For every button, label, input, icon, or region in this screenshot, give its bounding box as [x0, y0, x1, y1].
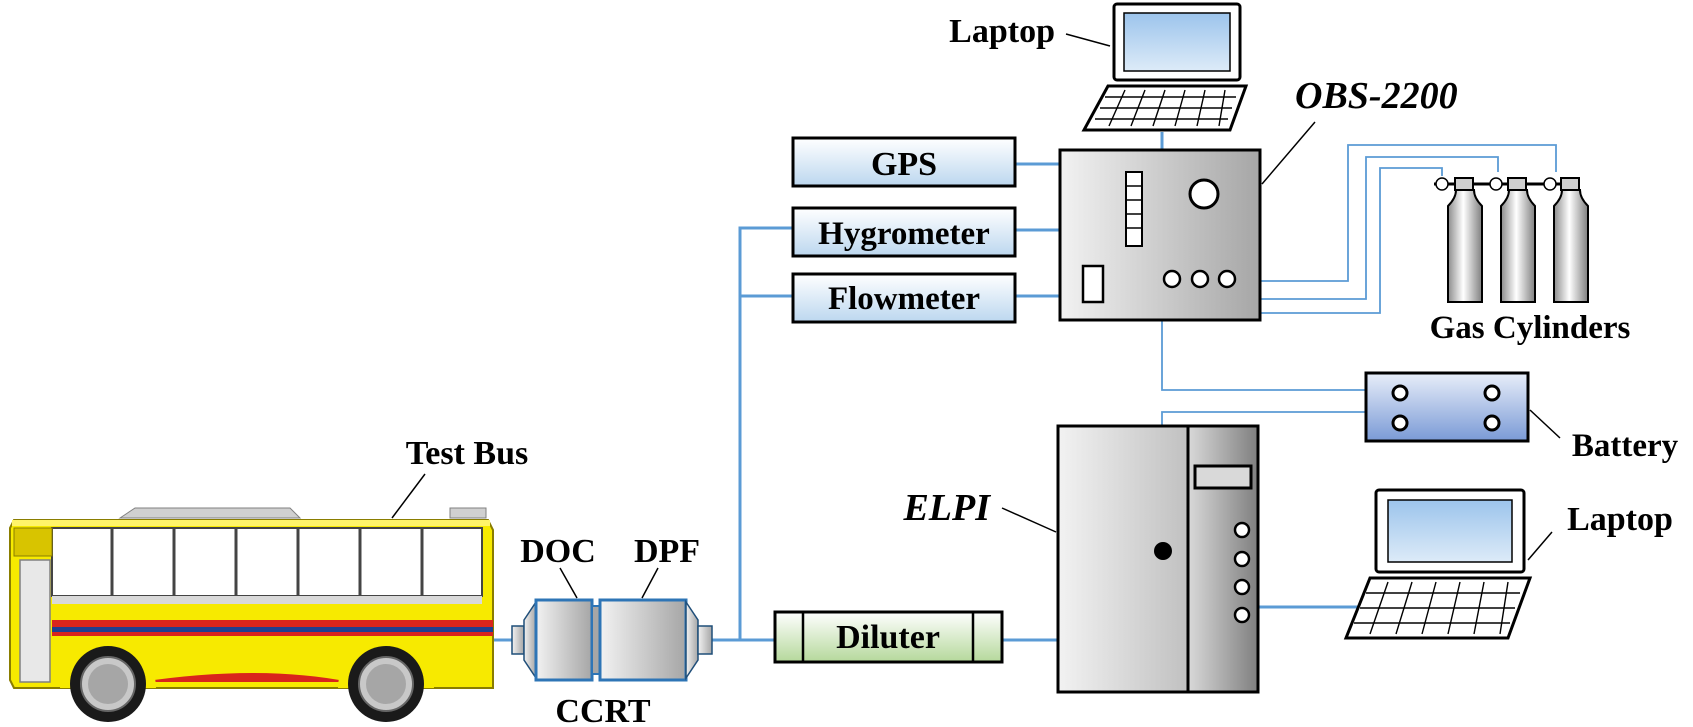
- hygrometer-box: Hygrometer: [791, 206, 1017, 258]
- battery-label: Battery: [1572, 428, 1679, 464]
- battery-icon: [1364, 371, 1530, 443]
- test-bus-label: Test Bus: [406, 435, 529, 472]
- obs-2200-label: OBS-2200: [1295, 75, 1458, 117]
- doc-label: DOC: [520, 533, 596, 570]
- elpi-label: ELPI: [902, 487, 991, 529]
- ccrt-unit: [488, 598, 713, 682]
- gps-box: GPS: [791, 136, 1017, 188]
- flowmeter-label: Flowmeter: [828, 281, 980, 317]
- obs-2200-unit: [1058, 148, 1262, 322]
- dpf-label: DPF: [634, 533, 700, 570]
- ccrt-label: CCRT: [555, 693, 650, 727]
- diluter-box: Diluter: [773, 610, 1004, 664]
- elpi-to-battery-line: [1161, 411, 1366, 426]
- laptop-icon: [1343, 488, 1533, 640]
- connection-lines: [700, 132, 1360, 642]
- laptop-top-label: Laptop: [949, 13, 1055, 50]
- elpi-unit: [1056, 424, 1260, 694]
- exhaust-line-main: [700, 226, 795, 642]
- gps-label: GPS: [871, 146, 937, 183]
- flowmeter-box: Flowmeter: [791, 272, 1017, 324]
- diluter-label: Diluter: [836, 619, 940, 656]
- gas-line-1: [1240, 144, 1557, 282]
- hygrometer-label: Hygrometer: [818, 216, 990, 252]
- bus-icon: [9, 507, 494, 722]
- obs-to-battery-line: [1161, 320, 1366, 391]
- laptop-icon: [1081, 2, 1249, 132]
- gas-cylinders-label: Gas Cylinders: [1430, 310, 1631, 346]
- gas-cylinder-icon: [1434, 177, 1589, 303]
- laptop-right-label: Laptop: [1567, 501, 1673, 538]
